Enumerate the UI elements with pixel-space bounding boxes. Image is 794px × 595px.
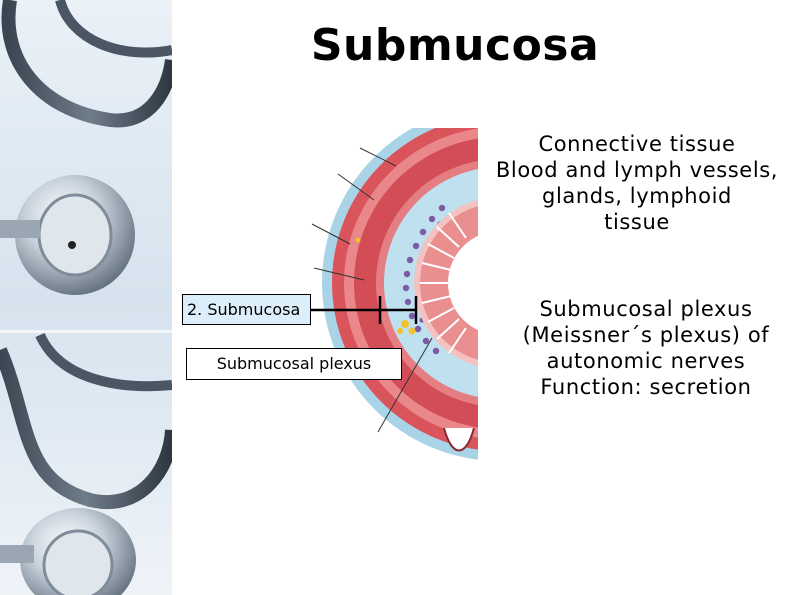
description-line: Submucosal plexus xyxy=(539,297,753,321)
stethoscope-image xyxy=(0,0,172,595)
plexus-description: Submucosal plexus (Meissner´s plexus) of… xyxy=(505,296,787,400)
description-line: Function: secretion xyxy=(540,375,752,399)
description-line: tissue xyxy=(604,210,670,234)
description-line: Connective tissue xyxy=(538,132,736,156)
description-line: autonomic nerves xyxy=(546,349,746,373)
description-line: glands, lymphoid xyxy=(542,184,732,208)
submucosa-label: 2. Submucosa xyxy=(182,294,311,325)
slide-title: Submucosa xyxy=(310,20,600,71)
submucosal-plexus-label: Submucosal plexus xyxy=(186,348,402,380)
description-line: (Meissner´s plexus) of xyxy=(522,323,770,347)
description-line: Blood and lymph vessels, xyxy=(495,158,779,182)
submucosa-description: Connective tissue Blood and lymph vessel… xyxy=(488,131,786,235)
